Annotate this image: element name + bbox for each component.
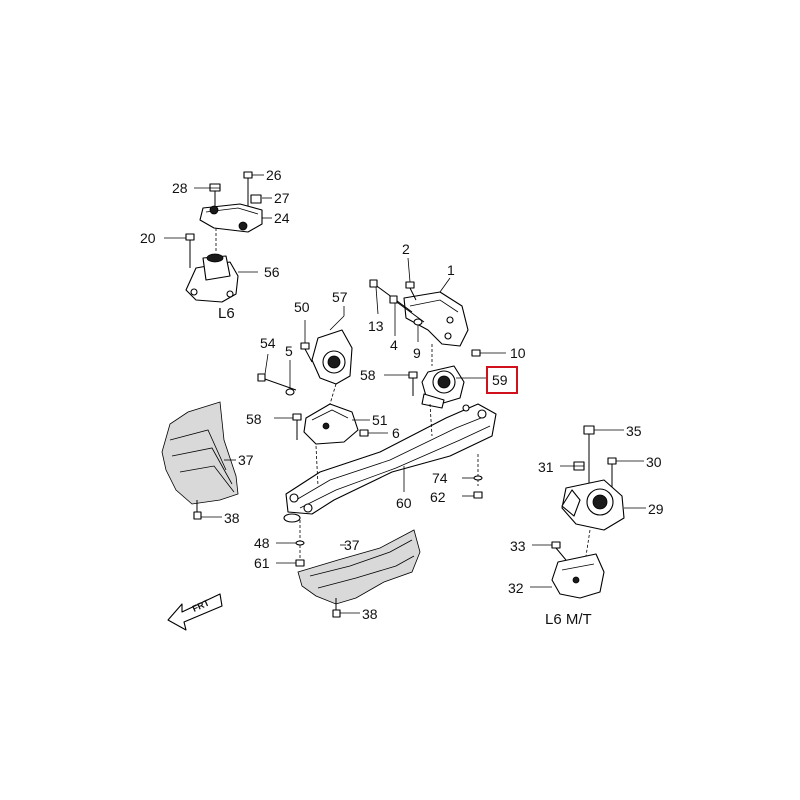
caption-l6-mt: L6 M/T xyxy=(545,611,592,628)
center-left-mount-assembly xyxy=(257,315,369,445)
callout-54: 54 xyxy=(260,335,276,351)
callout-56: 56 xyxy=(264,264,280,280)
callout-1: 1 xyxy=(447,262,455,278)
front-direction-arrow xyxy=(167,593,223,631)
callout-27: 27 xyxy=(274,190,290,206)
callout-13: 13 xyxy=(368,318,384,334)
callout-50: 50 xyxy=(294,299,310,315)
callout-9: 9 xyxy=(413,345,421,361)
callout-59: 59 xyxy=(492,372,508,388)
callout-37-lower: 37 xyxy=(344,537,360,553)
callout-51: 51 xyxy=(372,412,388,428)
callout-58-left: 58 xyxy=(246,411,262,427)
manual-transmission-mount-assembly xyxy=(551,425,625,599)
upper-engine-mount-assembly xyxy=(185,171,263,303)
callout-33: 33 xyxy=(510,538,526,554)
callout-2: 2 xyxy=(402,241,410,257)
callout-61: 61 xyxy=(254,555,270,571)
callout-28: 28 xyxy=(172,180,188,196)
callout-57: 57 xyxy=(332,289,348,305)
callout-labels: 26 27 28 24 20 56 L6 50 57 54 5 58 51 6 … xyxy=(140,167,664,628)
leader-lines xyxy=(164,174,646,614)
callout-31: 31 xyxy=(538,459,554,475)
left-splash-shield xyxy=(161,401,239,520)
center-right-mount-assembly xyxy=(369,279,481,409)
callout-62: 62 xyxy=(430,489,446,505)
callout-24: 24 xyxy=(274,210,290,226)
callout-20: 20 xyxy=(140,230,156,246)
lower-splash-shield xyxy=(297,529,421,618)
callout-38-lower: 38 xyxy=(362,606,378,622)
callout-48: 48 xyxy=(254,535,270,551)
callout-5: 5 xyxy=(285,343,293,359)
crossmember xyxy=(283,403,497,567)
callout-37-left: 37 xyxy=(238,452,254,468)
callout-60: 60 xyxy=(396,495,412,511)
callout-35: 35 xyxy=(626,423,642,439)
callout-6: 6 xyxy=(392,425,400,441)
callout-4: 4 xyxy=(390,337,398,353)
callout-26: 26 xyxy=(266,167,282,183)
callout-38-left: 38 xyxy=(224,510,240,526)
callout-30: 30 xyxy=(646,454,662,470)
callout-32: 32 xyxy=(508,580,524,596)
callout-29: 29 xyxy=(648,501,664,517)
caption-l6: L6 xyxy=(218,305,235,322)
highlight-box xyxy=(486,366,518,394)
callout-10: 10 xyxy=(510,345,526,361)
callout-74: 74 xyxy=(432,470,448,486)
callout-58-center: 58 xyxy=(360,367,376,383)
